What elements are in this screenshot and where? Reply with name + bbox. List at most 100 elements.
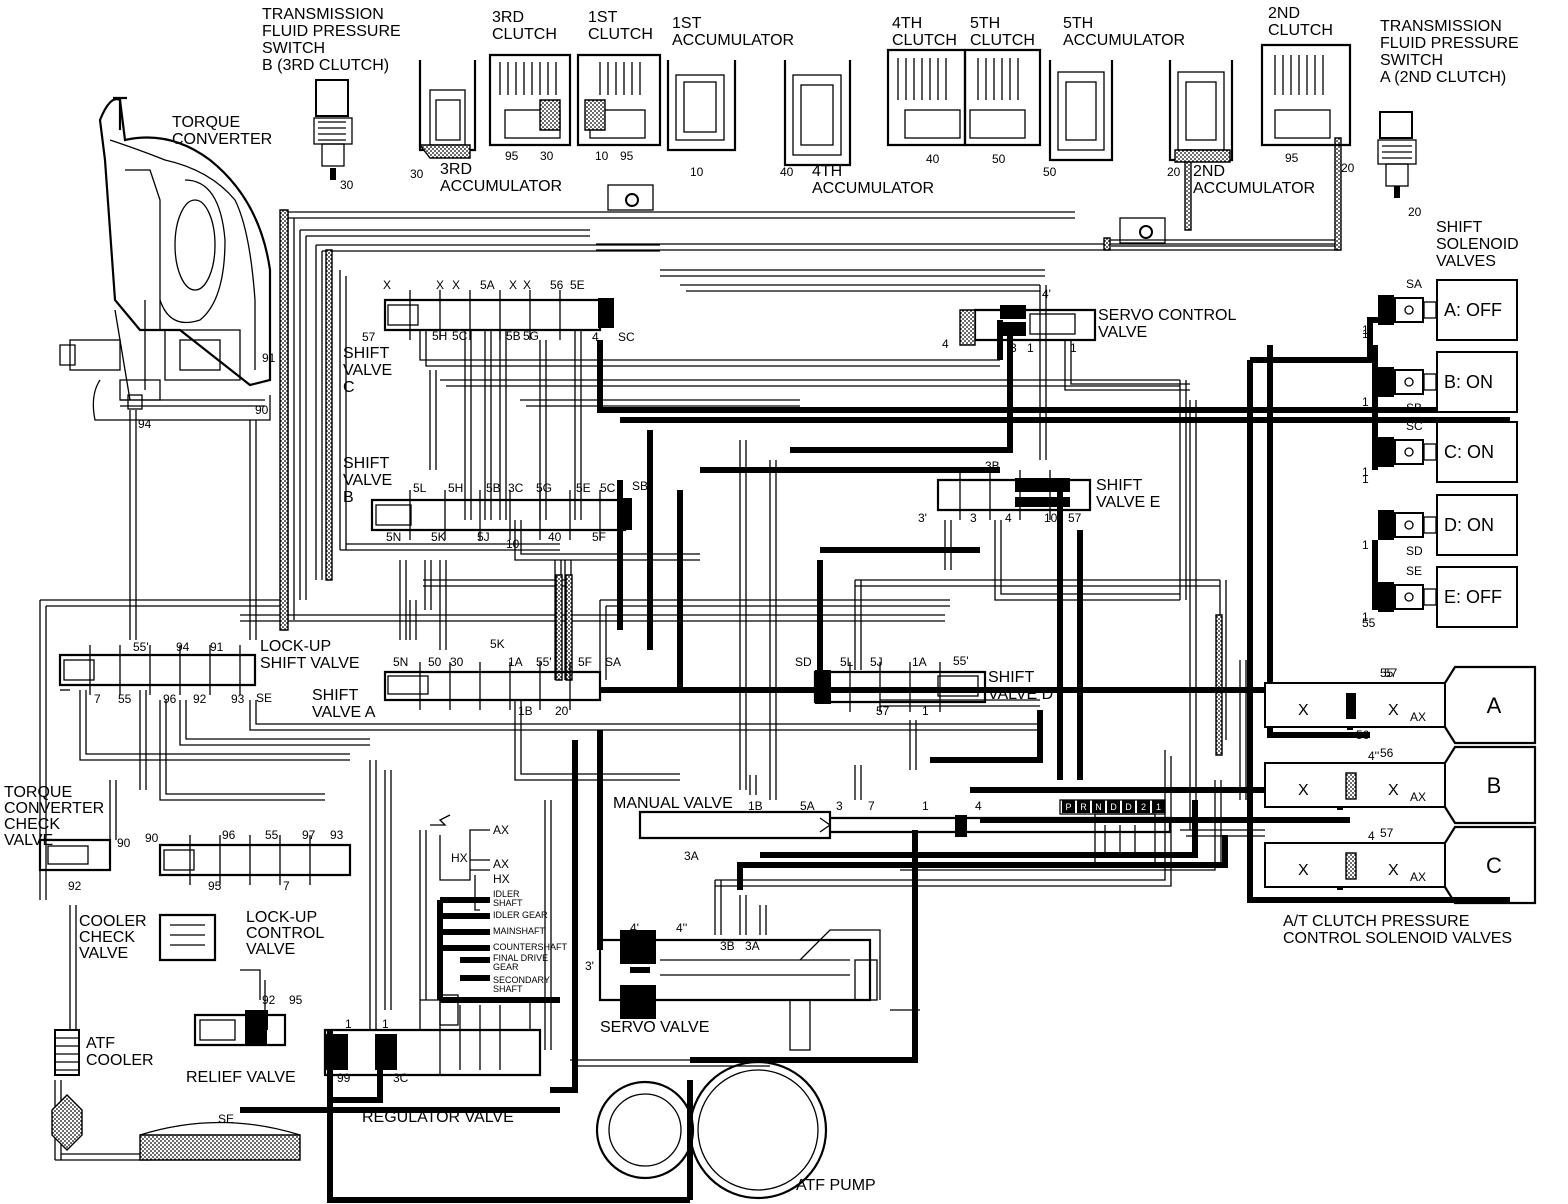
- solenoid-body: [1436, 566, 1518, 628]
- selector-position: R: [1080, 802, 1087, 812]
- port-label: 91: [210, 640, 224, 654]
- port-label: 95: [620, 149, 634, 163]
- port-label: 55: [1362, 616, 1376, 630]
- clutch-4th: [886, 48, 967, 147]
- port-label: 4': [1042, 287, 1051, 301]
- fluid-passages: [39, 137, 1342, 1161]
- port-label: 1: [382, 1017, 389, 1031]
- port-label: SE: [218, 1112, 234, 1126]
- relief-valve-label: RELIEF VALVE: [186, 1069, 296, 1086]
- port-label: 40: [926, 152, 940, 166]
- relief-valve: RELIEF VALVE: [186, 1010, 296, 1086]
- port-label: 90: [255, 403, 269, 417]
- selector-position: N: [1095, 802, 1102, 812]
- port-label: 1: [1362, 472, 1369, 486]
- solenoid-state: C: ON: [1444, 442, 1494, 462]
- solenoid-id: SE: [1406, 564, 1422, 578]
- clutch-2nd: [1260, 43, 1352, 147]
- port-label: SB: [632, 479, 648, 493]
- port-label: 92: [193, 692, 207, 706]
- pcs-port: 57: [1380, 826, 1394, 840]
- pcs-body: [1264, 682, 1446, 728]
- port-label: SE: [256, 691, 272, 705]
- port-label: 5G: [523, 329, 539, 343]
- port-label: 1B: [748, 799, 763, 813]
- port-label: 5C: [600, 481, 616, 495]
- atf-strainer: [139, 1121, 301, 1161]
- pcs-port-ax: AX: [1410, 870, 1426, 884]
- port-label: X: [383, 278, 391, 292]
- solenoid-id: SC: [1406, 419, 1423, 433]
- port-label: 5K: [490, 637, 505, 651]
- port-label: 95: [289, 993, 303, 1007]
- clutch-3rd: [488, 53, 572, 147]
- regulator-valve-label: REGULATOR VALVE: [362, 1109, 514, 1126]
- pcs-label: C: [1486, 853, 1502, 878]
- pcs-port-ax: AX: [1410, 790, 1426, 804]
- solenoid-state: A: OFF: [1444, 300, 1502, 320]
- pcs-coil: [1444, 745, 1537, 825]
- port-label: 20: [1167, 165, 1181, 179]
- port-label: 20: [1341, 161, 1355, 175]
- port-label: 1A: [508, 655, 523, 669]
- port-label: 3: [970, 511, 977, 525]
- port-label: 93: [330, 828, 344, 842]
- port-label: 5K: [431, 530, 446, 544]
- port-label: 3': [918, 511, 927, 525]
- port-label: 5L: [840, 655, 854, 669]
- port-label: 90: [145, 831, 159, 845]
- solenoid-id: SB: [1406, 401, 1422, 415]
- pcs-spool: [1345, 852, 1357, 880]
- solenoid-coil: [1394, 369, 1424, 395]
- port-label: 1: [1362, 327, 1369, 341]
- port-label: 20: [1408, 205, 1422, 219]
- port-label: 99: [337, 1071, 351, 1085]
- port-label: 5J: [870, 655, 883, 669]
- selector-box: [1107, 800, 1120, 813]
- port-label: 20: [555, 704, 569, 718]
- port-label: 1: [1027, 341, 1034, 355]
- port-label: 5A: [480, 278, 495, 292]
- lube-idler-gear: IDLER GEAR: [493, 910, 548, 920]
- port-label: 5E: [576, 481, 591, 495]
- solenoid-port-number: 1: [1362, 610, 1369, 624]
- port-label: 92: [262, 993, 276, 1007]
- manual-valve: MANUAL VALVE: [613, 795, 1172, 865]
- solenoid-state: D: ON: [1444, 515, 1494, 535]
- port-label: X: [452, 278, 460, 292]
- port-label: X: [509, 278, 517, 292]
- port-label: 3C: [393, 1071, 409, 1085]
- solenoid-port: [1404, 520, 1414, 530]
- port-label: 57: [1384, 666, 1398, 680]
- lube-hx-1: HX: [451, 851, 468, 865]
- clutch-1st: [576, 53, 662, 147]
- port-label: 40: [548, 530, 562, 544]
- port-label: 4'': [1368, 749, 1379, 763]
- port-label: 30: [540, 149, 554, 163]
- port-label: 90: [117, 836, 131, 850]
- solenoid-coil: [1394, 439, 1424, 465]
